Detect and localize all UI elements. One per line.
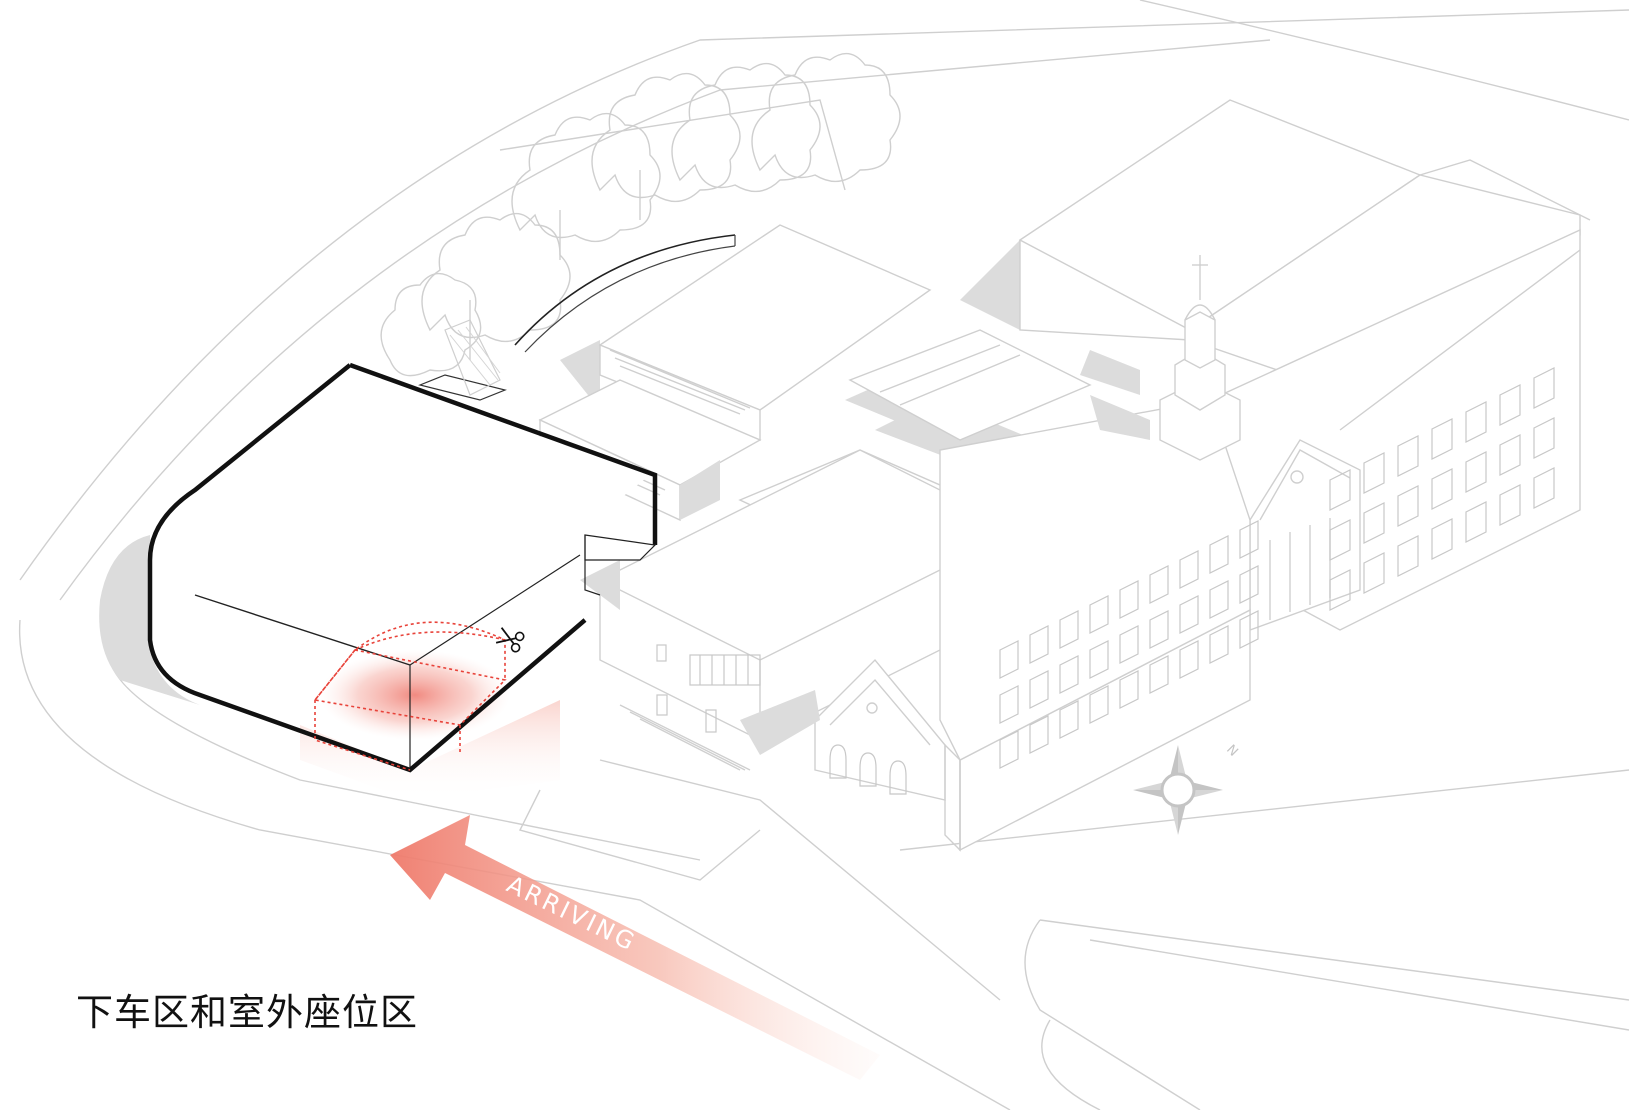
- facade-window: [1363, 502, 1385, 544]
- facade-window: [1239, 610, 1259, 649]
- facade-window: [1149, 655, 1169, 694]
- facade-window: [1089, 640, 1109, 679]
- facade-window: [999, 640, 1019, 679]
- facade-window: [1465, 451, 1487, 493]
- facade-window: [1329, 569, 1351, 611]
- facade-window: [1431, 418, 1453, 460]
- facade-window: [1029, 625, 1049, 664]
- facade-window: [1363, 552, 1385, 594]
- facade-window: [999, 730, 1019, 769]
- facade-window: [1059, 655, 1079, 694]
- facade-window: [1089, 595, 1109, 634]
- facade-window: [1431, 468, 1453, 510]
- facade-window: [1329, 469, 1351, 511]
- facade-window: [1089, 685, 1109, 724]
- facade-window: [1465, 501, 1487, 543]
- facade-window: [1329, 519, 1351, 561]
- facade-window: [1499, 434, 1521, 476]
- facade-window: [1397, 435, 1419, 477]
- facade-window: [999, 685, 1019, 724]
- facade-window: [1149, 565, 1169, 604]
- north-arrow-compass-icon: N: [1133, 742, 1241, 835]
- facade-window: [1149, 610, 1169, 649]
- facade-window: [1499, 384, 1521, 426]
- facade-window: [1179, 550, 1199, 589]
- facade-window: [1119, 580, 1139, 619]
- facade-window: [1209, 625, 1229, 664]
- facade-window: [1239, 565, 1259, 604]
- facade-window: [1533, 467, 1555, 509]
- facade-window: [1059, 700, 1079, 739]
- background-trees: [380, 52, 901, 377]
- facade-window: [1029, 670, 1049, 709]
- arriving-arrow: ARRIVING: [390, 815, 880, 1080]
- facade-window: [1397, 535, 1419, 577]
- cross-icon: [1192, 255, 1208, 300]
- curved-boundary-wall: [418, 234, 736, 401]
- facade-window: [1179, 595, 1199, 634]
- facade-window: [1465, 401, 1487, 443]
- facade-window: [1209, 535, 1229, 574]
- facade-window: [1119, 625, 1139, 664]
- facade-window: [1209, 580, 1229, 619]
- facade-window: [1179, 640, 1199, 679]
- facade-window: [1499, 484, 1521, 526]
- facade-window: [1363, 452, 1385, 494]
- arriving-label: ARRIVING: [502, 870, 641, 957]
- facade-window: [1533, 367, 1555, 409]
- compass-north-label: N: [1223, 742, 1240, 759]
- scissors-icon: [495, 627, 525, 653]
- facade-window: [1119, 670, 1139, 709]
- facade-window: [1533, 417, 1555, 459]
- new-building-volume: [99, 362, 658, 800]
- main-historic-building: [740, 99, 1591, 852]
- site-ground: [18, 0, 1629, 1110]
- facade-window: [1431, 518, 1453, 560]
- facade-window: [1397, 485, 1419, 527]
- facade-window: [1059, 610, 1079, 649]
- facade-window: [1029, 715, 1049, 754]
- diagram-caption: 下车区和室外座位区: [76, 991, 418, 1034]
- facade-windows: [999, 367, 1555, 769]
- facade-window: [1239, 520, 1259, 559]
